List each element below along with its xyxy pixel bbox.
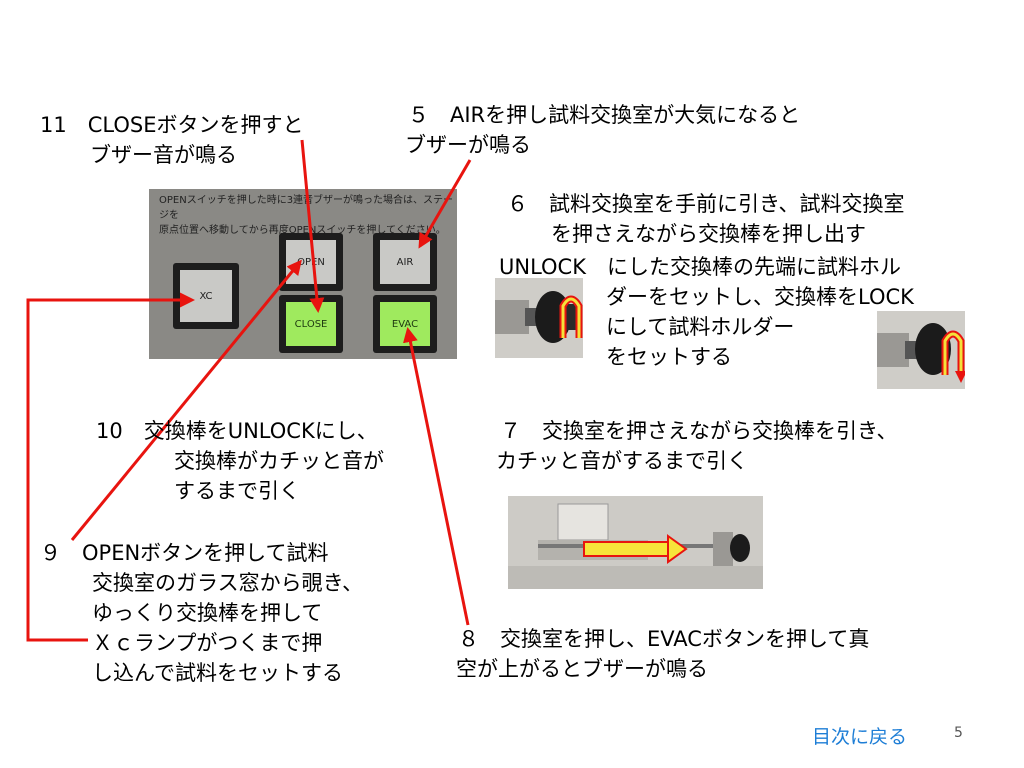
- rod-lock-photo: [877, 311, 965, 389]
- step-8-line1: ８ 交換室を押し、EVACボタンを押して真: [458, 627, 870, 651]
- evac-button[interactable]: EVAC: [373, 295, 437, 353]
- step-5-line1: ５ AIRを押し試料交換室が大気になると: [408, 103, 801, 127]
- step-8-line2: 空が上がるとブザーが鳴る: [456, 657, 708, 681]
- exchange-chamber-illustration: [508, 496, 763, 589]
- step-9-line3: ゆっくり交換棒を押して: [92, 601, 323, 625]
- step-6-line1: ６ 試料交換室を手前に引き、試料交換室: [507, 192, 905, 216]
- evac-button-label: EVAC: [380, 302, 430, 346]
- arrow-step8-to-evac: [403, 327, 470, 626]
- step-9-line4: Ｘｃランプがつくまで押: [92, 631, 323, 655]
- rod-unlock-photo: [495, 278, 583, 358]
- step-10-line3: するまで引く: [174, 479, 300, 503]
- exchange-chamber-photo: [508, 496, 763, 589]
- rod-unlock-illustration: [495, 291, 583, 343]
- step-11-line1: 11 CLOSEボタンを押すと: [40, 113, 304, 137]
- step-7-line1: ７ 交換室を押さえながら交換棒を引き、: [500, 419, 898, 443]
- step-6-line2: を押さえながら交換棒を押し出す: [551, 222, 866, 246]
- step-9-line1: ９ OPENボタンを押して試料: [40, 541, 329, 565]
- step-5-line2: ブザーが鳴る: [405, 133, 531, 157]
- step-9-line2: 交換室のガラス窓から覗き、: [92, 571, 364, 595]
- xc-button-label: XC: [180, 270, 232, 322]
- close-button[interactable]: CLOSE: [279, 295, 343, 353]
- step-10-line2: 交換棒がカチッと音が: [174, 449, 384, 473]
- arrow-step5-to-air: [418, 159, 472, 249]
- arrow-step9-to-xc: [26, 292, 195, 642]
- step-7-line2: カチッと音がするまで引く: [496, 449, 748, 473]
- step-6-line5: にして試料ホルダー: [606, 315, 795, 339]
- arrow-step11-to-close: [300, 139, 325, 313]
- step-6-line6: をセットする: [606, 345, 732, 369]
- step-6-line3: UNLOCK にした交換棒の先端に試料ホル: [499, 255, 901, 279]
- step-11-line2: ブザー音が鳴る: [90, 143, 237, 167]
- step-6-line4: ダーをセットし、交換棒をLOCK: [606, 285, 914, 309]
- step-10-line1: 10 交換棒をUNLOCKにし、: [96, 419, 378, 443]
- page-number: 5: [954, 725, 963, 741]
- back-to-toc-link[interactable]: 目次に戻る: [812, 726, 908, 748]
- arrow-step9-to-open: [70, 259, 302, 541]
- step-9-line5: し込んで試料をセットする: [92, 661, 343, 685]
- rod-lock-illustration: [877, 323, 965, 383]
- panel-warning-label: OPENスイッチを押した時に3連音ブザーが鳴った場合は、ステージを 原点位置へ移…: [159, 195, 454, 236]
